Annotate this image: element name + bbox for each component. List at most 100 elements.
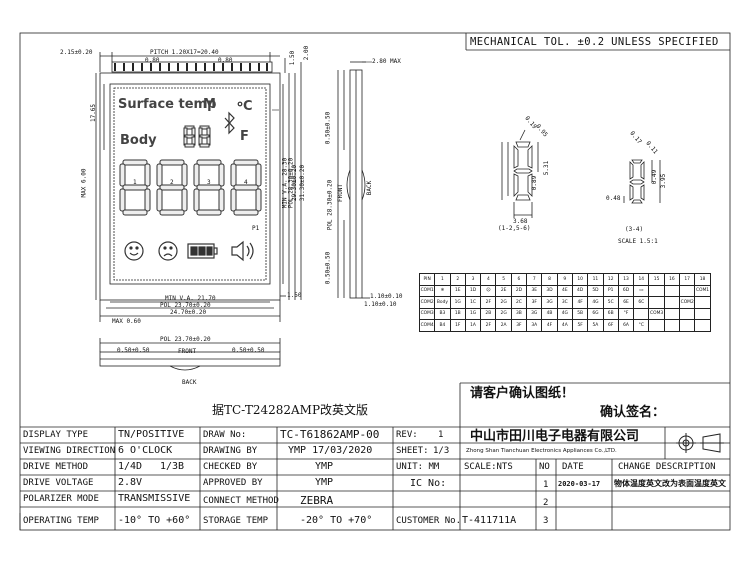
label-front-h: FRONT — [178, 348, 197, 355]
drive-voltage-key: DRIVE VOLTAGE — [23, 478, 94, 488]
seg-a-caption: (1-2,5-6) — [498, 225, 531, 232]
rev-table-no-header: NO — [539, 462, 550, 472]
draw-no-key: DRAW No: — [203, 430, 247, 440]
dim-max-6-00: MAX 6.00 — [80, 168, 88, 198]
segment-detail-b — [623, 159, 661, 204]
checked-by-key: CHECKED BY — [203, 462, 258, 472]
lcd-surface-temp-label: Surface temp — [118, 97, 217, 112]
approval-sign: 确认签名： — [600, 405, 666, 420]
rev3-no: 3 — [543, 516, 549, 526]
seg-b-dim5: 0.48 — [606, 195, 621, 202]
dim-pitch: PITCH 1.20X17=20.40 — [150, 49, 219, 56]
segment-detail-a — [501, 129, 539, 218]
seg-b-dim4: 3.95 — [660, 173, 668, 189]
drawing-by-value: YMP 17/03/2020 — [288, 445, 373, 456]
rev1-description: 物体温度英文改为表面温度英文 — [614, 479, 726, 488]
seg-b-caption: (3-4) — [625, 226, 644, 233]
draw-no-value: TC-T61862AMP-00 — [280, 428, 380, 441]
polarizer-key: POLARIZER MODE — [23, 494, 99, 504]
lcd-digit-num: 4 — [244, 179, 248, 186]
storage-value: -20° TO +70° — [300, 515, 373, 526]
drive-method-key: DRIVE METHOD — [23, 462, 89, 472]
lcd-viewing-area — [109, 83, 271, 285]
dim-1-50-side: 1.50 — [287, 292, 302, 299]
approved-by-value: YMP — [315, 477, 334, 488]
seg-b-dim3: 0.49 — [651, 169, 659, 185]
viewing-key: VIEWING DIRECTION — [23, 446, 116, 456]
dim-0-80-b: 0.80 — [218, 57, 233, 64]
dim-0-50-bot: 0.50±0.50 — [324, 251, 332, 285]
label-back-h: BACK — [182, 379, 197, 386]
pin-teeth — [114, 63, 268, 71]
storage-key: STORAGE TEMP — [203, 516, 269, 526]
customer-value: T-411711A — [462, 515, 517, 526]
connect-key: CONNECT METHOD — [203, 496, 279, 506]
viewing-value: 6 O'CLOCK — [118, 445, 173, 456]
dim-17-65: 17.65 — [90, 103, 98, 123]
rev-table-date-header: DATE — [562, 462, 584, 472]
lcd-celsius-c: C — [243, 99, 253, 114]
speaker-icon — [231, 240, 244, 262]
ic-key: IC No: — [410, 478, 447, 489]
sheet-value: 1/3 — [433, 446, 450, 456]
dim-0-50-r: 0.50±0.50 — [232, 347, 265, 354]
company-name-en: Zhong Shan Tianchuan Electronics Applian… — [466, 448, 617, 454]
lcd-digit-num: 1 — [133, 179, 137, 186]
dim-2-80-max: 2.80 MAX — [372, 58, 401, 65]
scale-note: SCALE 1.5:1 — [618, 238, 658, 245]
dim-va-v3: 29.30±0.20 — [291, 164, 299, 202]
dim-pol-23-70-b: POL 23.70±0.20 — [160, 336, 211, 343]
connect-value: ZEBRA — [300, 494, 334, 507]
dim-1-10-b: 1.10±0.10 — [364, 301, 397, 308]
lcd-body-label: Body — [120, 133, 157, 148]
lcd-p1-label: P1 — [252, 225, 260, 232]
rev-table-change-header: CHANGE DESCRIPTION — [618, 462, 716, 472]
lcd-digit-num: 3 — [207, 179, 211, 186]
drawing-frame — [19, 32, 731, 531]
dim-max-0-60: MAX 0.60 — [112, 318, 141, 325]
dim-1-10-a: 1.10±0.10 — [370, 293, 403, 300]
rev1-date: 2020-03-17 — [558, 480, 601, 488]
lcd-m-label: M — [203, 97, 216, 112]
title-block-lines — [19, 427, 730, 530]
dim-0-80-a: 0.80 — [145, 57, 160, 64]
dim-0-50-top: 0.50±0.50 — [324, 111, 332, 145]
display-type-value: TN/POSITIVE — [118, 429, 185, 440]
drive-method-value-1: 1/4D — [118, 461, 143, 472]
dim-pol-v: POL 28.30±0.20 — [326, 179, 334, 231]
projection-symbol — [676, 433, 724, 453]
customer-key: CUSTOMER No. — [396, 516, 462, 526]
display-type-key: DISPLAY TYPE — [23, 430, 89, 440]
lcd-fahrenheit-f: F — [240, 129, 249, 144]
rev-key: REV: — [396, 430, 418, 440]
rev-value: 1 — [438, 430, 444, 440]
dim-24-70: 24.70±0.20 — [170, 309, 207, 316]
pin-header — [111, 61, 273, 73]
scale-key: SCALE:NTS — [464, 462, 513, 472]
label-back-v: BACK — [366, 180, 374, 196]
tolerance-note: MECHANICAL TOL. ±0.2 UNLESS SPECIFIED — [470, 36, 719, 48]
caption: 据TC-T24282AMP改英文版 — [212, 403, 369, 417]
label-front-v: FRONT — [337, 183, 345, 203]
seg-a-dim3: 5.31 — [543, 160, 551, 176]
sheet-key: SHEET: — [396, 446, 429, 456]
drive-voltage-value: 2.8V — [118, 477, 143, 488]
unit-key: UNIT: MM — [396, 462, 440, 472]
checked-by-value: YMP — [315, 461, 334, 472]
approved-by-key: APPROVED BY — [203, 478, 263, 488]
lcd-digit-num: 2 — [170, 179, 174, 186]
dim-0-50-l: 0.50±0.50 — [117, 347, 150, 354]
dim-pol-23-70: POL 23.70±0.20 — [160, 302, 211, 309]
degree-icon — [237, 101, 243, 107]
sad-face-icon — [158, 241, 178, 261]
operating-value: -10° TO +60° — [118, 515, 191, 526]
dim-1-50-top: 1.50 — [289, 50, 297, 66]
drawing-by-key: DRAWING BY — [203, 446, 258, 456]
polarizer-value: TRANSMISSIVE — [118, 493, 191, 504]
